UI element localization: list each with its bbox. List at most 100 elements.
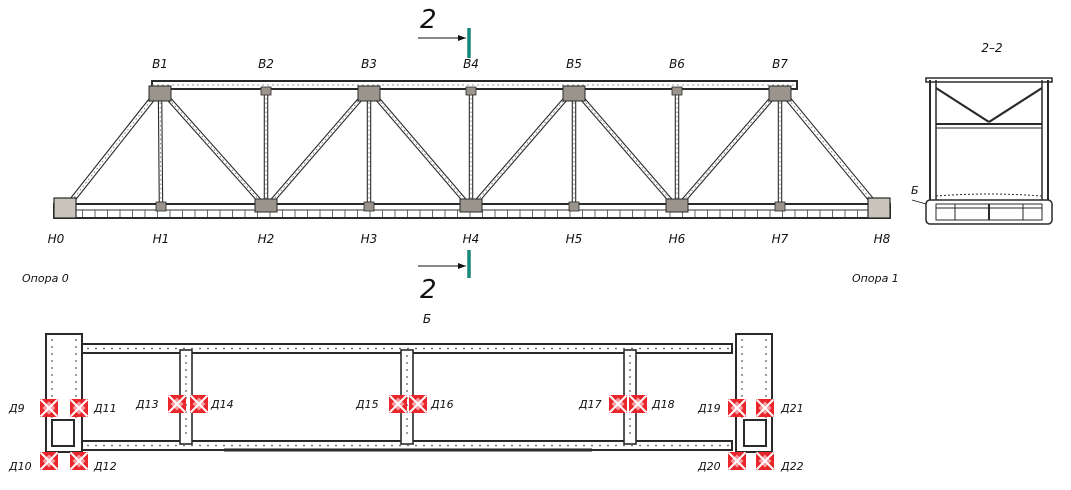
rivet (185, 369, 187, 371)
rivet (167, 347, 169, 350)
support-label-left: Опора 0 (22, 272, 69, 285)
rivet (527, 347, 529, 350)
rivet (511, 444, 513, 447)
rivet (185, 362, 187, 364)
rivet (695, 347, 697, 350)
rivet (279, 347, 281, 350)
rivet (143, 347, 145, 350)
rivet (185, 376, 187, 378)
rivet (703, 347, 705, 350)
rivet (741, 388, 743, 390)
rivet (623, 347, 625, 350)
node-label-bottom: Н6 (669, 232, 686, 246)
rivet (765, 388, 767, 390)
rivet (75, 374, 77, 376)
rivet (191, 444, 193, 447)
sensor-marker (39, 451, 59, 471)
gusset-plate (260, 86, 272, 96)
rivet (223, 444, 225, 447)
rivet (765, 360, 767, 362)
rivet (711, 444, 713, 447)
rivet (151, 444, 153, 447)
rivet (655, 444, 657, 447)
rivet (687, 444, 689, 447)
rivet (51, 367, 53, 369)
rivet (455, 347, 457, 350)
rivet (671, 444, 673, 447)
node-label-bottom: Н5 (566, 232, 583, 246)
rivet (415, 444, 417, 447)
rivet (583, 347, 585, 350)
rivet (415, 347, 417, 350)
rivet (75, 388, 77, 390)
node-label-top: В7 (772, 57, 788, 71)
rivet (463, 444, 465, 447)
rivet (663, 444, 665, 447)
rivet (629, 369, 631, 371)
rivet (535, 347, 537, 350)
rivet (495, 444, 497, 447)
rivet (535, 444, 537, 447)
rivet (741, 395, 743, 397)
rivet (406, 383, 408, 385)
truss-member-fill (158, 88, 268, 209)
rivet (655, 347, 657, 350)
section-mark-bottom: 2 (420, 275, 437, 305)
node-label-top: В4 (463, 57, 479, 71)
sensor-marker (69, 398, 89, 418)
rivet (75, 339, 77, 341)
rivet (719, 444, 721, 447)
rivet (719, 347, 721, 350)
end-plate-left (53, 197, 77, 219)
rivet (671, 347, 673, 350)
rivet (383, 347, 385, 350)
rivet (295, 347, 297, 350)
rivet (479, 347, 481, 350)
sensor-marker (388, 394, 408, 414)
sensor-label: Д17 (578, 398, 602, 411)
rivet (95, 444, 97, 447)
rivet (51, 339, 53, 341)
rivet (615, 347, 617, 350)
rivet (741, 353, 743, 355)
rivet (406, 390, 408, 392)
rivet (311, 444, 313, 447)
truss-member-rivets (265, 88, 370, 209)
truss-member-rivets (573, 88, 678, 209)
rivet (367, 444, 369, 447)
rivet (359, 444, 361, 447)
rivet (406, 425, 408, 427)
rivet (599, 444, 601, 447)
rivet (255, 444, 257, 447)
rivet (311, 347, 313, 350)
rivet (375, 347, 377, 350)
rivet (639, 444, 641, 447)
sensor-label: Д22 (780, 460, 804, 473)
rivet (75, 381, 77, 383)
gusset-plate (665, 198, 689, 213)
rivet (487, 444, 489, 447)
section-marker-2: 2 2 (418, 5, 471, 305)
rivet (629, 418, 631, 420)
rivet (175, 444, 177, 447)
sensor-marker (628, 394, 648, 414)
sensor-label: Д20 (697, 460, 721, 473)
rivet (479, 444, 481, 447)
gusset-plate (148, 85, 172, 102)
rivet (231, 347, 233, 350)
rivet (399, 444, 401, 447)
rivet (639, 347, 641, 350)
rivet (629, 376, 631, 378)
truss-member-rivets (779, 88, 879, 209)
rivet (135, 347, 137, 350)
sensor-label: Д10 (8, 460, 32, 473)
rivet (471, 347, 473, 350)
rivet (119, 347, 121, 350)
rivet (51, 360, 53, 362)
rivet (51, 374, 53, 376)
sensor-label: Д19 (697, 402, 721, 415)
rivet (511, 347, 513, 350)
rivet (471, 444, 473, 447)
rivet (327, 444, 329, 447)
rivet (279, 444, 281, 447)
